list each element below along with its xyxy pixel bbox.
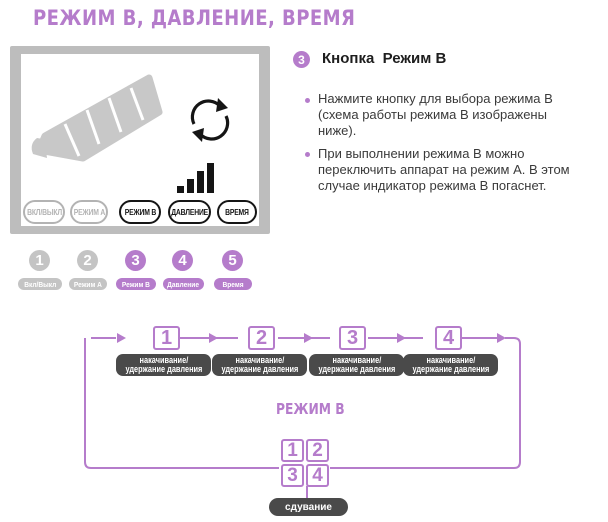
mode-a-button-label: РЕЖИМ А xyxy=(73,207,105,217)
power-button-label: ВКЛ/ВЫКЛ xyxy=(26,207,62,217)
pressure-button[interactable]: ДАВЛЕНИЕ xyxy=(168,200,211,224)
bullet-text-1: Нажмите кнопку для выбора режима В (схем… xyxy=(318,91,553,138)
legend-label-3: Режим В xyxy=(116,278,156,290)
mode-b-button[interactable]: РЕЖИМ В xyxy=(119,200,161,224)
step-1-box: 1 xyxy=(153,326,180,350)
legend-number-4: 4 xyxy=(172,250,193,271)
step-3-box: 3 xyxy=(339,326,366,350)
signal-bars-icon xyxy=(177,157,223,193)
section-title: Кнопка Режим В xyxy=(322,50,447,67)
legend-label-4: Давление xyxy=(163,278,204,290)
device-panel: ВКЛ/ВЫКЛ РЕЖИМ А РЕЖИМ В ДАВЛЕНИЕ ВРЕМЯ xyxy=(10,46,270,234)
step-2-label: накачивание/ удержание давления xyxy=(212,354,307,376)
legend-label-5: Время xyxy=(214,278,252,290)
mode-a-button[interactable]: РЕЖИМ А xyxy=(70,200,108,224)
page-title: РЕЖИМ В, ДАВЛЕНИЕ, ВРЕМЯ xyxy=(33,6,356,30)
step-3-label: накачивание/ удержание давления xyxy=(309,354,404,376)
time-button[interactable]: ВРЕМЯ xyxy=(217,200,257,224)
pressure-button-label: ДАВЛЕНИЕ xyxy=(171,207,208,217)
legend-label-2: Режим А xyxy=(69,278,107,290)
legend-label-1: Вкл/Выкл xyxy=(18,278,62,290)
combined-step-3: 3 xyxy=(281,464,304,487)
bullet-dot xyxy=(305,152,310,157)
bullet-dot xyxy=(305,98,310,103)
power-button[interactable]: ВКЛ/ВЫКЛ xyxy=(23,200,65,224)
leg-cuff-icon xyxy=(31,74,163,162)
legend-number-1: 1 xyxy=(29,250,50,271)
legend-number-5: 5 xyxy=(222,250,243,271)
combined-step-2: 2 xyxy=(306,439,329,462)
deflate-label: сдувание xyxy=(269,498,348,516)
cycle-arrows-icon xyxy=(190,98,230,142)
bullet-text-2: При выполнении режима В можно переключит… xyxy=(318,146,570,193)
time-button-label: ВРЕМЯ xyxy=(225,207,249,217)
legend-number-3: 3 xyxy=(125,250,146,271)
section-number-badge: 3 xyxy=(293,51,310,68)
device-screen: ВКЛ/ВЫКЛ РЕЖИМ А РЕЖИМ В ДАВЛЕНИЕ ВРЕМЯ xyxy=(21,54,259,226)
step-2-box: 2 xyxy=(248,326,275,350)
step-4-box: 4 xyxy=(435,326,462,350)
mode-b-diagram-title: РЕЖИМ В xyxy=(276,400,345,418)
legend-number-2: 2 xyxy=(77,250,98,271)
combined-step-1: 1 xyxy=(281,439,304,462)
combined-step-4: 4 xyxy=(306,464,329,487)
step-1-label: накачивание/ удержание давления xyxy=(116,354,211,376)
mode-b-button-label: РЕЖИМ В xyxy=(124,207,156,217)
step-4-label: накачивание/ удержание давления xyxy=(403,354,498,376)
